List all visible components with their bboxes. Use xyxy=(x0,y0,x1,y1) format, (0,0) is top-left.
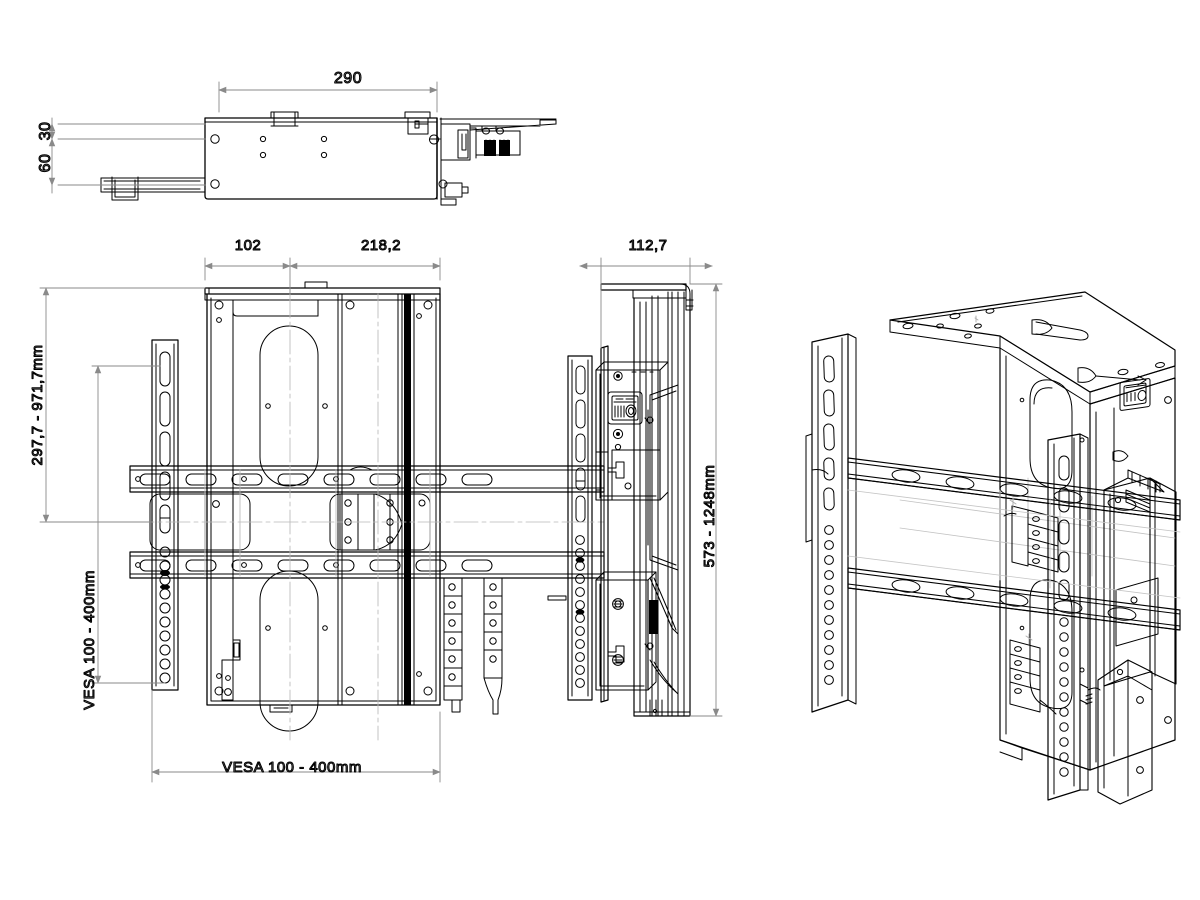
front-view-geometry xyxy=(129,281,669,741)
vesa-vertical-label: VESA 100 - 400mm xyxy=(81,570,98,710)
isometric-view-geometry xyxy=(805,291,1181,805)
dim-290-label: 290 xyxy=(334,70,362,87)
side-view-dimensions xyxy=(579,257,723,717)
front-view-dimensions xyxy=(39,257,441,783)
dim-573-1248-label: 573 - 1248mm xyxy=(701,465,718,568)
top-view-dimensions xyxy=(48,81,438,194)
dim-297-971-label: 297,7 - 971,7mm xyxy=(29,345,46,466)
side-view-geometry xyxy=(600,283,694,717)
dim-112-7-label: 112,7 xyxy=(629,237,668,254)
dim-60-label: 60 xyxy=(37,154,54,173)
vesa-horizontal-label: VESA 100 - 400mm xyxy=(222,759,362,776)
dim-30-label: 30 xyxy=(37,122,54,141)
dim-102-label: 102 xyxy=(235,237,262,254)
top-view-geometry xyxy=(100,111,557,206)
dim-218-2-label: 218,2 xyxy=(361,237,401,254)
